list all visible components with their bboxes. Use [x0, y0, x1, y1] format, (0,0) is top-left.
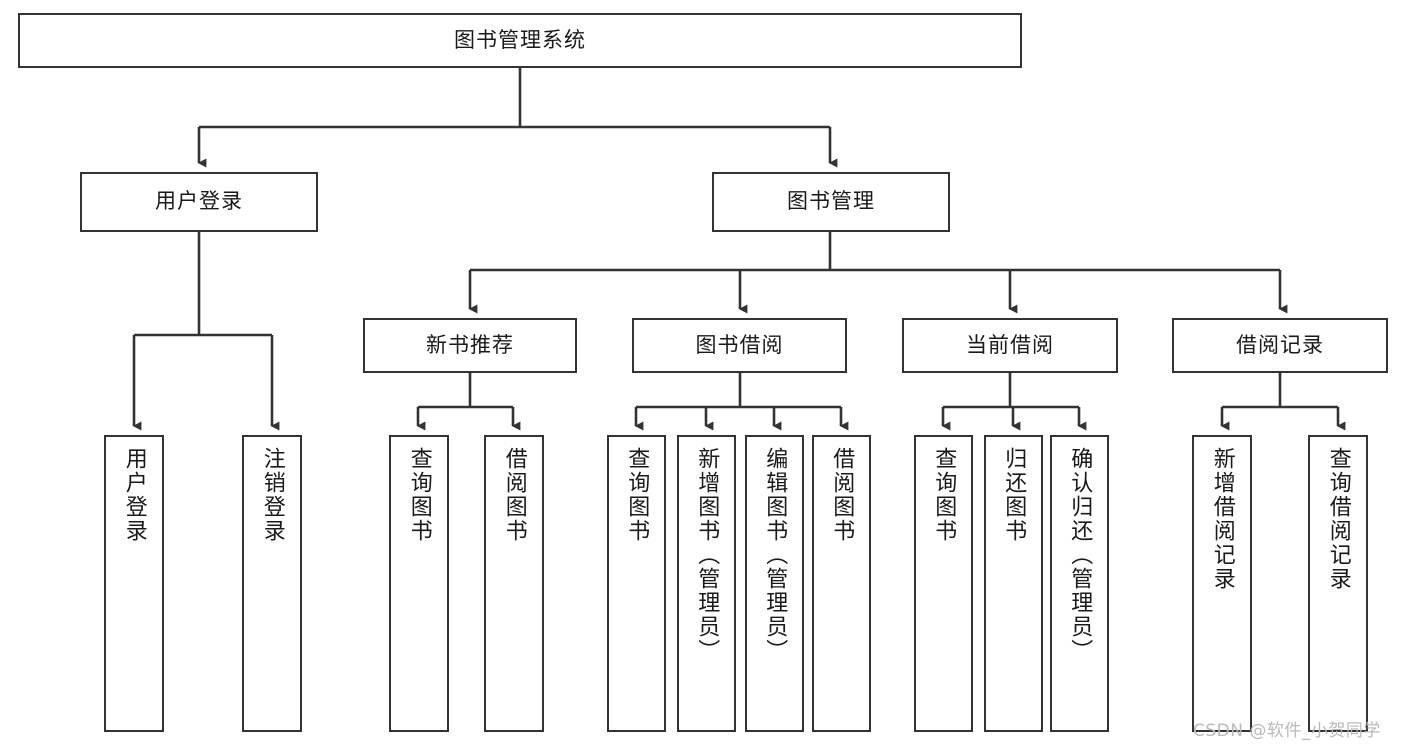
node-label: 借阅记录 — [1236, 332, 1324, 357]
leaf-borrow-record-query[interactable]: 查询借阅记录 — [1308, 435, 1368, 732]
node-label: 查询图书 — [624, 447, 650, 543]
node-label: 用户登录 — [155, 189, 243, 214]
node-label: 借阅图书 — [829, 447, 855, 543]
leaf-user-login-logout[interactable]: 注销登录 — [242, 435, 302, 732]
node-label: 当前借阅 — [966, 332, 1054, 357]
node-label: 查询图书 — [406, 447, 432, 543]
node-current-borrow[interactable]: 当前借阅 — [902, 318, 1118, 373]
node-label: 查询借阅记录 — [1325, 447, 1351, 591]
leaf-book-borrow-edit[interactable]: 编辑图书（管理员） — [745, 435, 804, 732]
node-label: 确认归还（管理员） — [1067, 447, 1093, 663]
leaf-book-borrow-borrow[interactable]: 借阅图书 — [812, 435, 871, 732]
node-label: 注销登录 — [259, 447, 285, 543]
leaf-current-borrow-confirm-return[interactable]: 确认归还（管理员） — [1050, 435, 1109, 732]
node-book-borrow[interactable]: 图书借阅 — [632, 318, 847, 373]
node-borrow-record[interactable]: 借阅记录 — [1172, 318, 1388, 373]
node-label: 查询图书 — [931, 447, 957, 543]
leaf-book-borrow-add[interactable]: 新增图书（管理员） — [677, 435, 736, 732]
leaf-borrow-record-add[interactable]: 新增借阅记录 — [1192, 435, 1252, 732]
node-label: 新增借阅记录 — [1209, 447, 1235, 591]
node-label: 图书管理 — [787, 189, 875, 214]
leaf-new-book-borrow[interactable]: 借阅图书 — [484, 435, 544, 732]
leaf-new-book-query[interactable]: 查询图书 — [389, 435, 449, 732]
node-new-book-recommend[interactable]: 新书推荐 — [363, 318, 577, 373]
leaf-current-borrow-return[interactable]: 归还图书 — [984, 435, 1043, 732]
node-label: 图书管理系统 — [454, 27, 586, 52]
node-root[interactable]: 图书管理系统 — [18, 13, 1022, 68]
leaf-current-borrow-query[interactable]: 查询图书 — [914, 435, 973, 732]
node-user-login[interactable]: 用户登录 — [80, 172, 318, 232]
node-label: 借阅图书 — [501, 447, 527, 543]
node-label: 新增图书（管理员） — [694, 447, 720, 663]
leaf-user-login-login[interactable]: 用户登录 — [104, 435, 164, 732]
node-label: 新书推荐 — [426, 332, 514, 357]
node-label: 用户登录 — [121, 447, 147, 543]
node-label: 图书借阅 — [695, 332, 784, 357]
node-book-management[interactable]: 图书管理 — [712, 172, 950, 232]
node-label: 编辑图书（管理员） — [762, 447, 788, 663]
node-label: 归还图书 — [1001, 447, 1027, 543]
leaf-book-borrow-query[interactable]: 查询图书 — [607, 435, 666, 732]
